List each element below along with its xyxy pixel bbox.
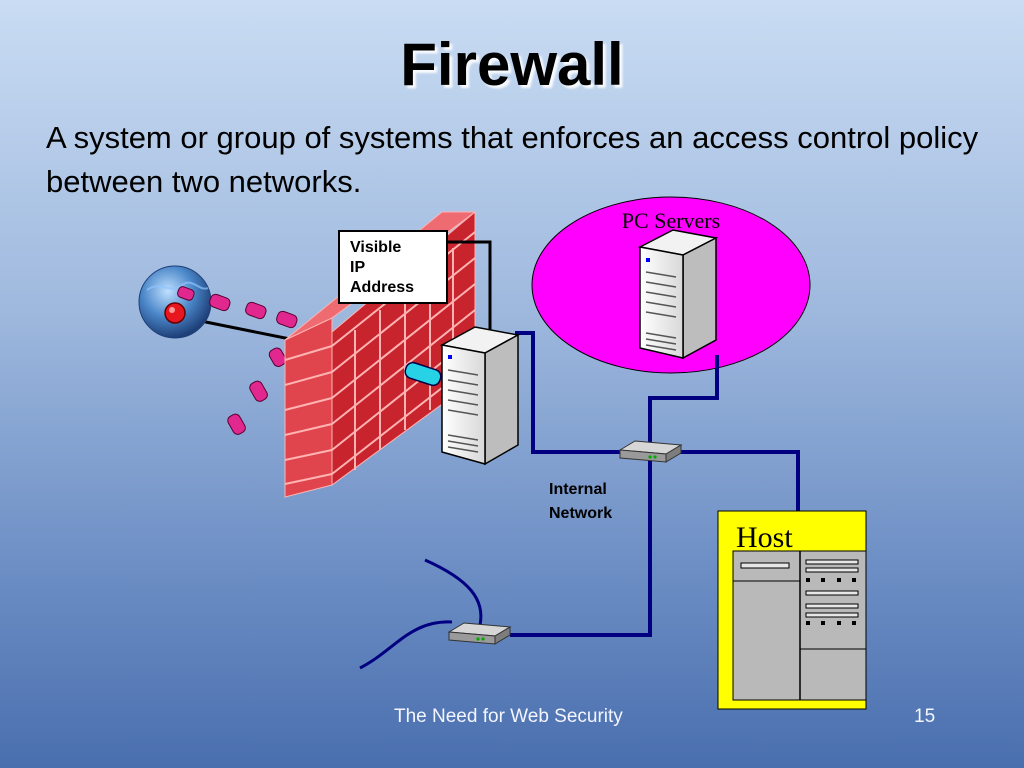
internal-network-label-line2: Network bbox=[549, 505, 612, 522]
footer-text: The Need for Web Security bbox=[394, 706, 623, 727]
visible-ip-callout: Visible IP Address bbox=[338, 230, 492, 333]
cable-upper-group bbox=[424, 558, 483, 626]
line-firewall-to-switch bbox=[515, 331, 650, 454]
visible-ip-label-line1: Visible bbox=[350, 239, 401, 256]
attacker-node bbox=[164, 302, 186, 324]
cable-lower-group bbox=[359, 620, 453, 670]
page-number: 15 bbox=[914, 706, 936, 727]
workstation-hub bbox=[447, 622, 512, 645]
slide-subtitle: A system or group of systems that enforc… bbox=[46, 120, 979, 199]
visible-ip-label-line3: Address bbox=[350, 279, 414, 296]
blocked-packets bbox=[177, 286, 298, 435]
slide-title: Firewall bbox=[400, 31, 624, 98]
pc-servers-label: PC Servers bbox=[622, 208, 720, 233]
internet-globe bbox=[138, 265, 296, 342]
internal-network-label-line1: Internal bbox=[549, 481, 607, 498]
line-switch-to-host bbox=[680, 450, 800, 525]
network-lines bbox=[510, 331, 800, 637]
line-switch-to-pcserver bbox=[648, 355, 719, 452]
workstation-cables bbox=[359, 558, 483, 670]
firewall-pipe bbox=[404, 361, 442, 387]
host-mainframe: Host bbox=[717, 510, 867, 710]
internal-switch bbox=[618, 440, 683, 463]
firewall-server bbox=[439, 326, 521, 466]
line-switch-to-lower-hub bbox=[510, 452, 652, 637]
host-label: Host bbox=[736, 521, 793, 554]
visible-ip-label-line2: IP bbox=[350, 259, 365, 276]
pc-server bbox=[637, 229, 719, 360]
